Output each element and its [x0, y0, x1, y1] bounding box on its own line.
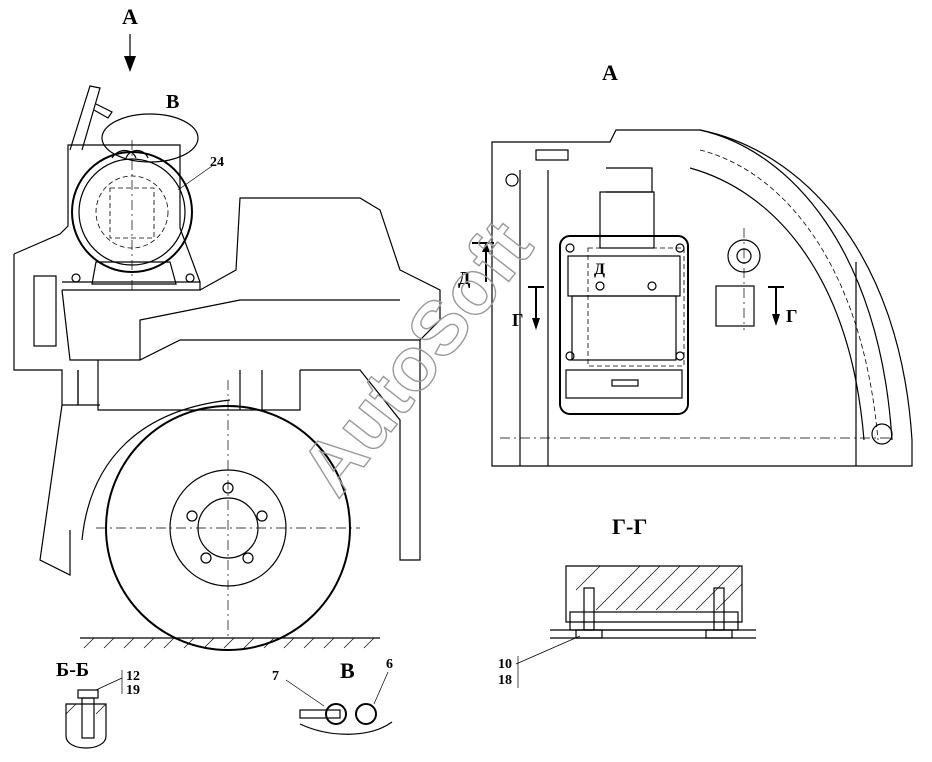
leader-7: [285, 679, 325, 707]
bb-hatch: [65, 703, 107, 715]
detail-v-base: [299, 721, 393, 735]
label-18: 18: [498, 673, 512, 688]
box-bolt-4: [675, 351, 685, 361]
label-detail-v: В: [340, 658, 355, 683]
section-gg: [515, 565, 756, 688]
motor-core: [109, 187, 155, 239]
foot-bolt-left: [71, 273, 81, 283]
label-view-a-arrow: А: [122, 4, 138, 29]
top-bracket: [606, 167, 653, 193]
stud-2: [256, 510, 268, 522]
guard-arc-1: [699, 129, 893, 441]
ground-hatch: [83, 637, 375, 649]
view-a-outline: [491, 129, 913, 467]
pivot-plate: [715, 285, 755, 327]
label-6: 6: [386, 657, 393, 672]
lever: [69, 85, 101, 151]
bracket: [77, 370, 100, 406]
label-callout-v: В: [166, 91, 179, 113]
gg-nut-right: [705, 629, 733, 639]
bb-body: [65, 703, 107, 749]
side-window: [33, 275, 57, 347]
label-19: 19: [126, 683, 140, 698]
label-view-a-title: А: [602, 60, 618, 85]
label-section-gg: Г-Г: [612, 514, 647, 539]
section-d-arrow: [482, 242, 490, 252]
foot-bolt-right: [185, 273, 195, 283]
corner-hole: [505, 173, 519, 187]
detail-v: [285, 671, 393, 735]
motor-neck: [599, 191, 655, 249]
section-g-right-arrow: [772, 314, 780, 326]
detail-v-clamp-2: [355, 703, 377, 725]
leader-24: [177, 165, 213, 191]
mounting-base: [62, 281, 201, 291]
lower-pivot: [871, 423, 893, 445]
motor-body: [571, 295, 677, 361]
motor-foot: [91, 261, 177, 285]
box-bolt-1: [565, 243, 575, 253]
gg-bolt-left: [583, 587, 595, 631]
body-fold: [139, 299, 400, 360]
detail-v-bolt: [299, 709, 341, 719]
leader-6: [373, 671, 389, 705]
detail-v-circle: [101, 113, 199, 163]
stud-5: [186, 510, 198, 522]
section-g-left-arrow: [532, 318, 540, 330]
label-section-bb: Б-Б: [56, 659, 89, 681]
motor-top: [567, 255, 681, 297]
gg-bolt-right: [713, 587, 725, 631]
guard-arc-2: [689, 167, 865, 441]
gg-plate: [569, 611, 739, 631]
motor-hidden: [587, 247, 685, 367]
label-section-g-left: Г: [512, 310, 523, 330]
rear-mount: [300, 340, 421, 561]
detail-v-clamp-1: [325, 703, 347, 725]
box-bolt-6: [647, 281, 657, 291]
label-7: 7: [272, 669, 279, 684]
label-24: 24: [210, 155, 224, 170]
front-mudguard: [39, 404, 71, 576]
motor-box: [559, 235, 689, 415]
watermark: AutoSoft: [284, 205, 548, 510]
gg-nut-left: [575, 629, 603, 639]
lever-tip: [93, 103, 113, 119]
label-section-d-small: Д: [594, 261, 605, 278]
box-bolt-3: [565, 351, 575, 361]
view-a: [472, 129, 913, 467]
frame-left: [13, 254, 79, 406]
label-12: 12: [126, 669, 140, 684]
mudguard-curve: [81, 399, 231, 541]
axle-housing: [97, 360, 301, 411]
leader-10-18: [515, 635, 581, 665]
stud-4: [200, 552, 212, 564]
section-bb: [65, 670, 123, 749]
top-plate: [535, 149, 569, 161]
label-10: 10: [498, 657, 512, 672]
box-bolt-5: [595, 281, 605, 291]
label-section-d: Д: [458, 268, 471, 288]
side-view: [13, 34, 441, 651]
view-a-arrow-head: [124, 56, 136, 72]
clamp-pad: [611, 379, 639, 387]
stud-3: [242, 552, 254, 564]
frame-upper: [13, 144, 201, 283]
gg-block: [565, 565, 743, 623]
hose-clamps: [111, 149, 149, 159]
motor-base: [565, 369, 683, 399]
guard-arc-hidden: [699, 149, 879, 441]
leader-12-19: [95, 677, 123, 691]
label-section-g-right: Г: [786, 306, 797, 326]
box-bolt-2: [675, 243, 685, 253]
bb-bolt-head: [77, 689, 99, 699]
